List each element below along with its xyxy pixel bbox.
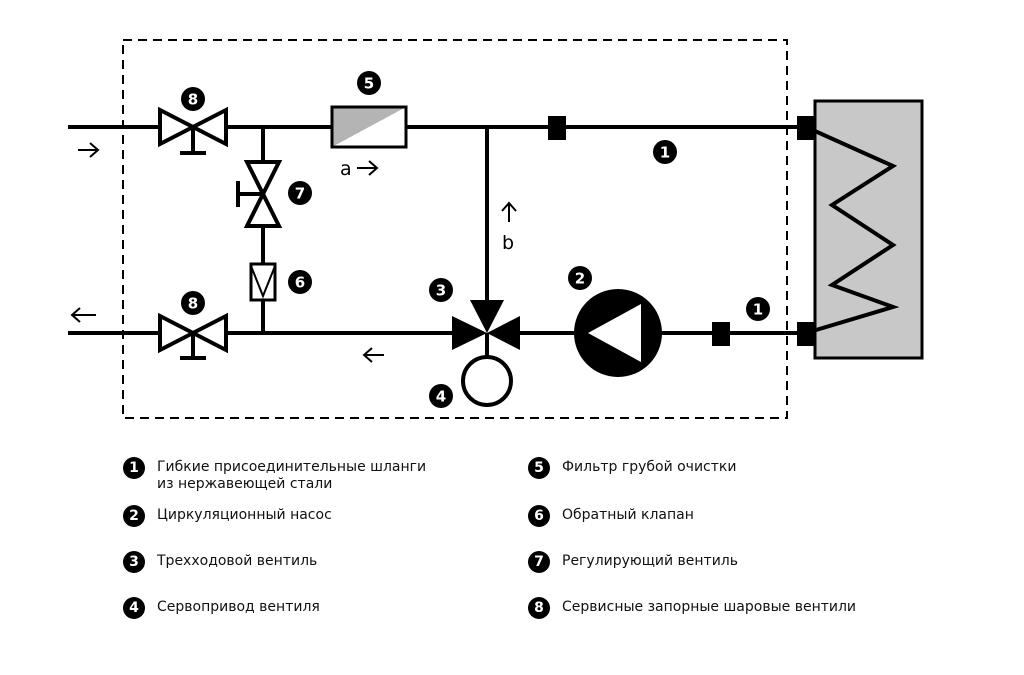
three-way-valve [452, 300, 520, 358]
callout-1-bottom: 1 [746, 297, 770, 321]
heat-exchanger [805, 99, 924, 360]
callout-4: 4 [429, 384, 453, 408]
svg-text:7: 7 [295, 185, 305, 203]
regulating-valve [236, 160, 283, 228]
callout-5: 5 [357, 71, 381, 95]
callout-2: 2 [568, 266, 592, 290]
circulation-pump [574, 289, 662, 377]
svg-text:1: 1 [660, 144, 670, 162]
flow-arrow-out [70, 307, 96, 323]
callout-1-top: 1 [653, 140, 677, 164]
callout-8-top: 8 [181, 87, 205, 111]
svg-text:4: 4 [436, 388, 446, 406]
callout-7: 7 [288, 181, 312, 205]
flow-arrow-b [501, 201, 517, 222]
hose-connectors [548, 116, 815, 346]
ball-valve-bottom [158, 312, 228, 360]
valve-actuator [461, 355, 513, 407]
flow-label-a: a [340, 158, 352, 180]
callout-8-bottom: 8 [181, 291, 205, 315]
svg-text:3: 3 [436, 282, 446, 300]
callout-3: 3 [429, 278, 453, 302]
strainer-filter [330, 105, 408, 149]
check-valve [249, 262, 277, 302]
unit-boundary [122, 39, 788, 419]
svg-text:6: 6 [295, 274, 305, 292]
flow-arrow-in [78, 142, 100, 158]
svg-text:1: 1 [753, 301, 763, 319]
ball-valve-top [158, 106, 228, 155]
svg-text:2: 2 [575, 270, 585, 288]
flow-label-b: b [502, 232, 514, 254]
flow-arrow-return [362, 347, 384, 363]
svg-text:5: 5 [364, 75, 374, 93]
svg-text:8: 8 [188, 295, 198, 313]
callout-6: 6 [288, 270, 312, 294]
flow-arrow-a [357, 160, 379, 176]
svg-text:8: 8 [188, 91, 198, 109]
